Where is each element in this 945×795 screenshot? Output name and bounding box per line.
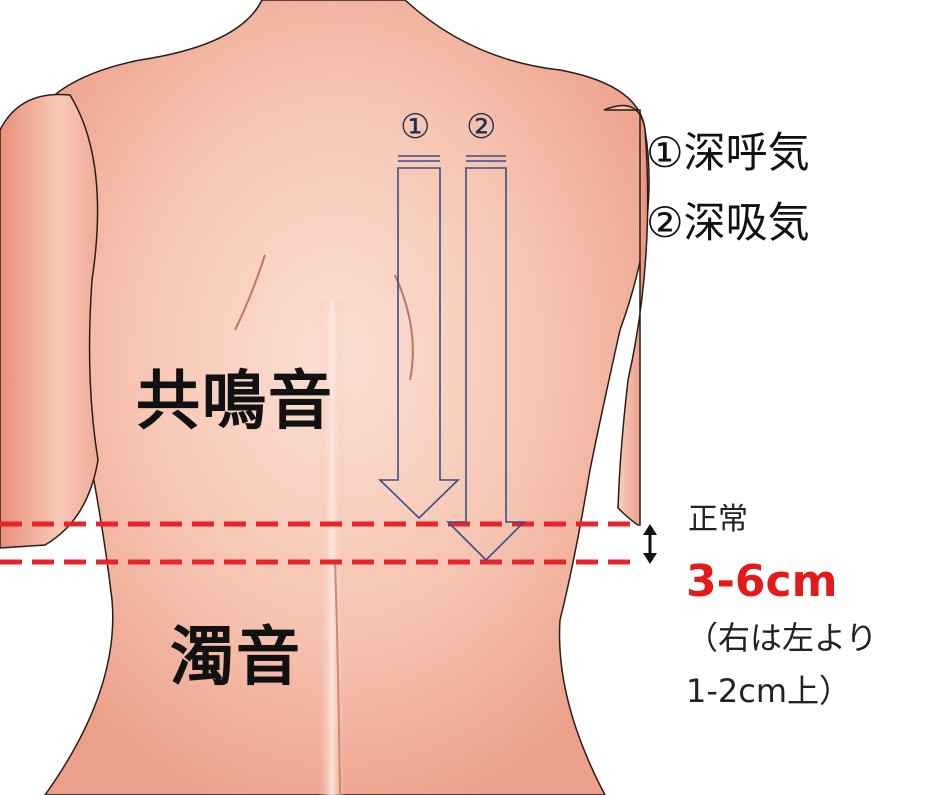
zone-label-dullness: 濁音	[170, 621, 302, 695]
left-arm-shape	[0, 93, 99, 549]
note-line-1: （右は左より	[686, 619, 878, 657]
spine-groove	[334, 559, 341, 795]
normal-range-value: 3-6cm	[686, 556, 838, 607]
arrow-1-label: ①	[400, 107, 431, 147]
double-arrow-icon	[643, 524, 657, 564]
zone-label-resonance: 共鳴音	[136, 365, 334, 439]
normal-label: 正常	[688, 502, 748, 537]
legend-exhalation: ①深呼気	[646, 128, 810, 177]
spine-highlight	[318, 300, 346, 795]
right-arm-shape	[603, 104, 649, 526]
legend-inhalation: ②深吸気	[646, 198, 810, 247]
arrow-2-inhalation	[446, 155, 526, 562]
note-line-2: 1-2cm上）	[686, 672, 852, 710]
arrow-2-label: ②	[466, 107, 497, 147]
scapula-line	[234, 254, 266, 331]
arrow-1-exhalation	[378, 155, 460, 520]
scapula-line-right	[394, 274, 414, 381]
